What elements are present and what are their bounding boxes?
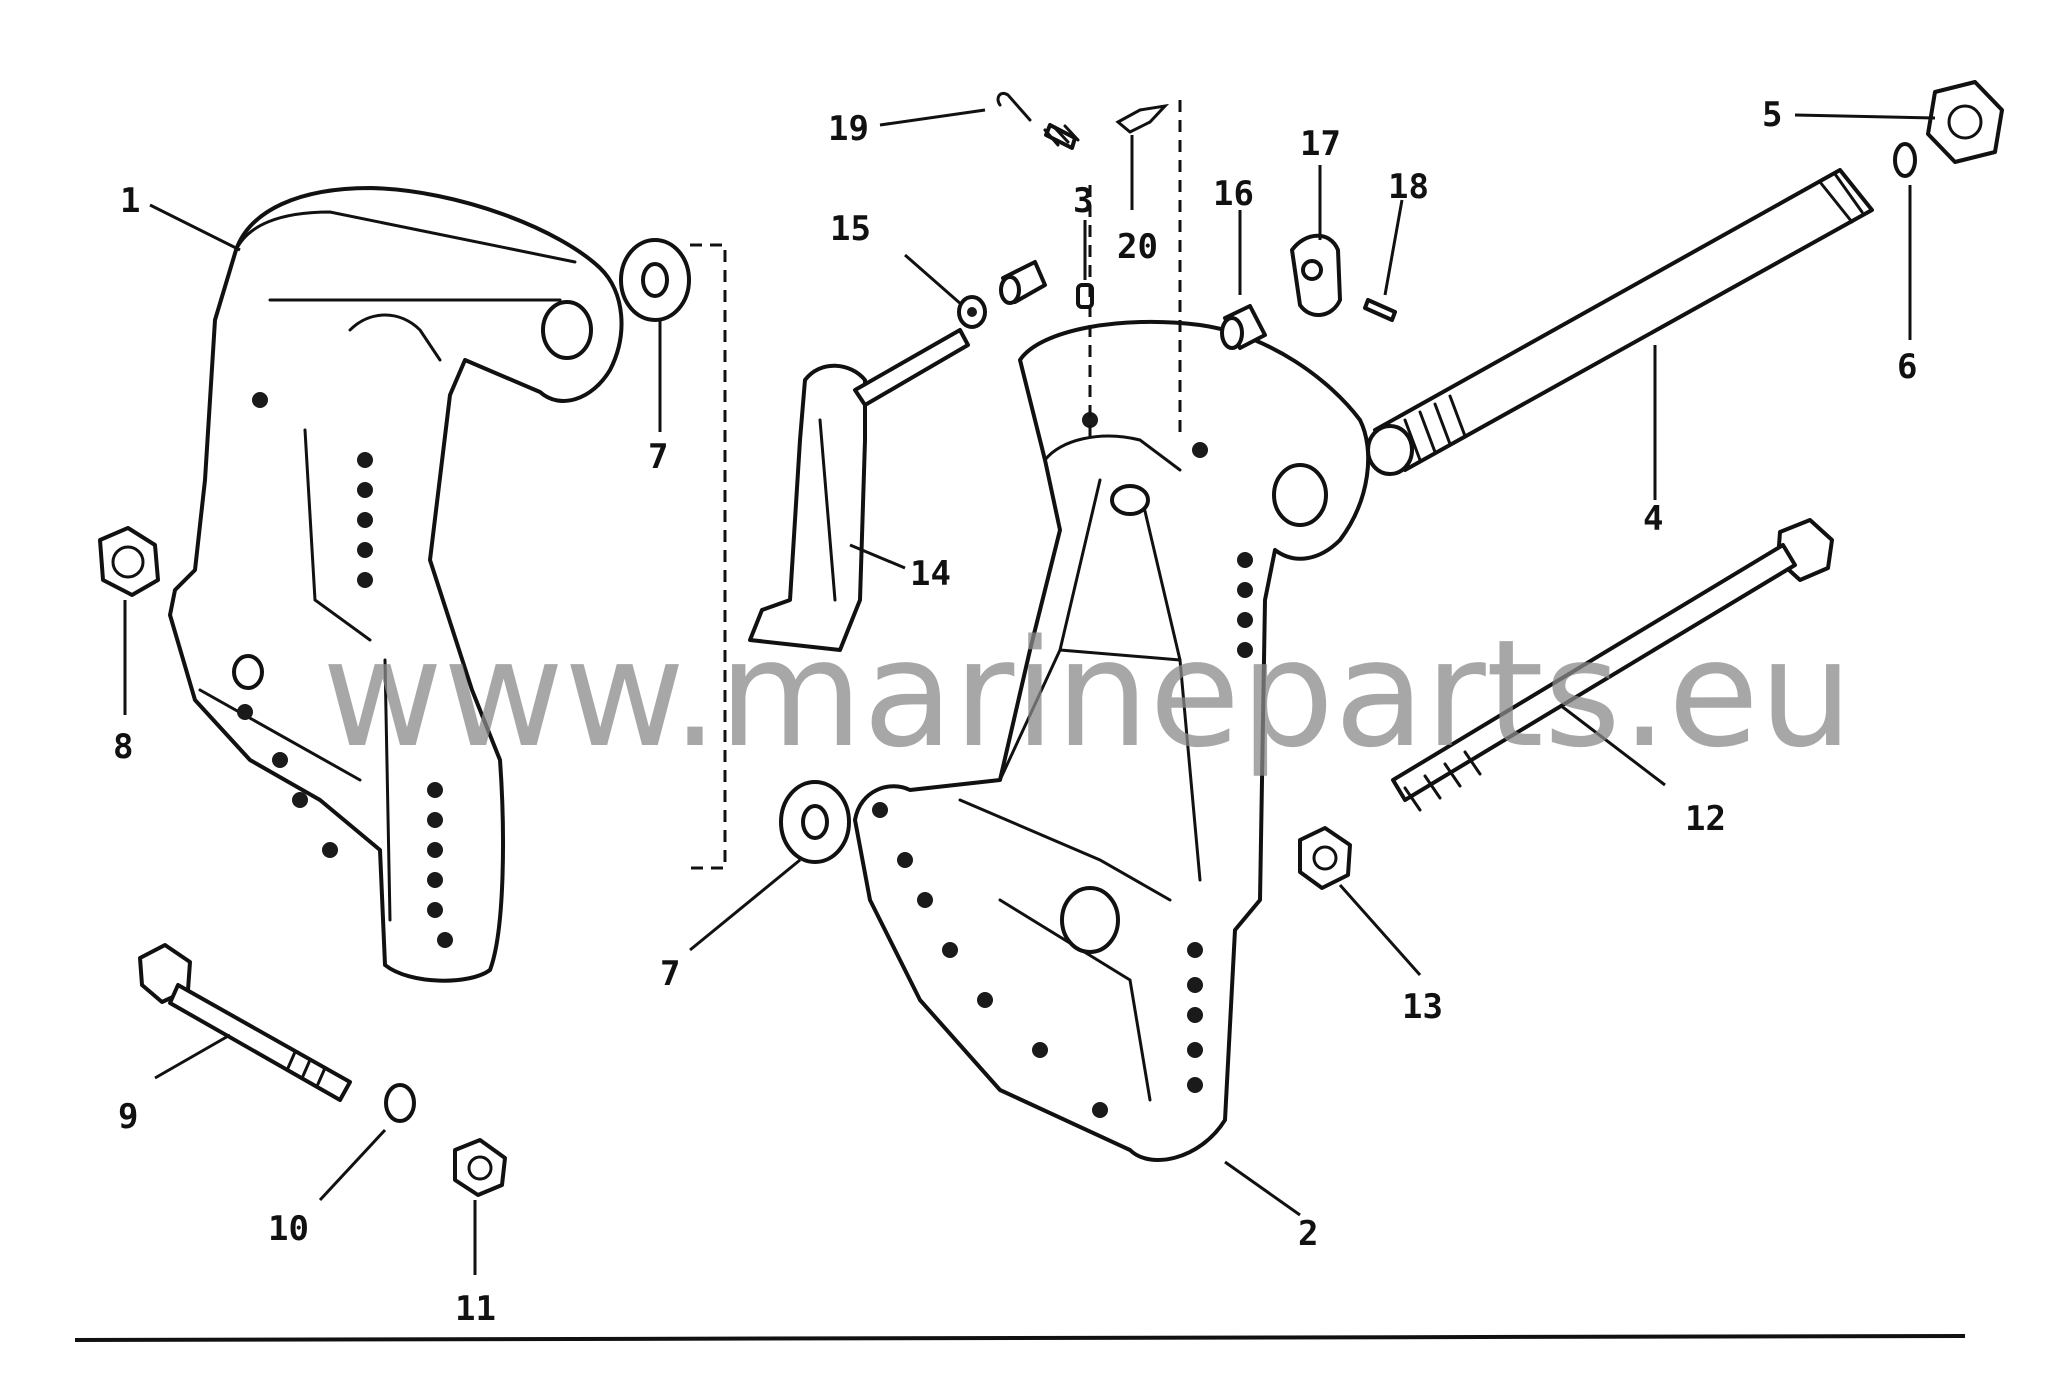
callout-19: 19	[828, 109, 869, 149]
bracket-nut	[98, 526, 160, 597]
callout-14: 14	[910, 554, 951, 594]
lever-washer	[957, 295, 987, 329]
callout-5: 5	[1762, 95, 1782, 135]
callout-9: 9	[118, 1097, 138, 1137]
callout-17: 17	[1300, 124, 1341, 164]
callout-leaders	[123, 108, 1936, 1275]
callout-7-lower: 7	[660, 954, 680, 994]
retaining-spring	[1115, 103, 1170, 134]
cotter-pin	[996, 91, 1080, 150]
assembly-guide-lines	[690, 100, 1182, 870]
callout-3: 3	[1073, 181, 1093, 221]
callout-1: 1	[120, 181, 140, 221]
roll-pin	[1363, 298, 1397, 322]
clamp-bracket-left	[168, 186, 624, 983]
callout-labels: 1 2 3 4 5 6 7 7 8 9 10 11 12 13 14 15 16…	[113, 95, 1917, 1329]
clamp-bracket-right	[853, 319, 1371, 1162]
watermark-text: www.marineparts.eu	[322, 608, 1853, 780]
callout-7-upper: 7	[648, 437, 668, 477]
tube-washer	[1893, 142, 1917, 178]
callout-15: 15	[830, 209, 871, 249]
callout-12: 12	[1685, 799, 1726, 839]
bolt-washer	[384, 1083, 416, 1123]
thrust-washer-lower	[779, 780, 851, 864]
bottom-rule	[74, 1334, 1966, 1342]
callout-8: 8	[113, 727, 133, 767]
long-bolt-nut	[1298, 826, 1352, 890]
callout-4: 4	[1643, 499, 1663, 539]
thrust-washer-upper	[619, 238, 691, 322]
lever-pin	[999, 260, 1047, 305]
tilt-lock-lever	[748, 328, 970, 652]
callout-6: 6	[1897, 347, 1917, 387]
callout-18: 18	[1388, 167, 1429, 207]
bolt-locknut	[453, 1138, 507, 1197]
bushing	[1220, 304, 1267, 350]
callout-16: 16	[1213, 174, 1254, 214]
long-bolt	[1391, 518, 1834, 812]
callout-20: 20	[1117, 227, 1158, 267]
callout-11: 11	[455, 1289, 496, 1329]
callout-10: 10	[268, 1209, 309, 1249]
lock-collar	[1290, 233, 1342, 317]
callout-13: 13	[1402, 987, 1443, 1027]
tilt-tube	[1366, 168, 1874, 476]
tube-locknut	[1926, 80, 2004, 164]
callout-2: 2	[1298, 1214, 1318, 1254]
bracket-bolt	[138, 943, 352, 1102]
